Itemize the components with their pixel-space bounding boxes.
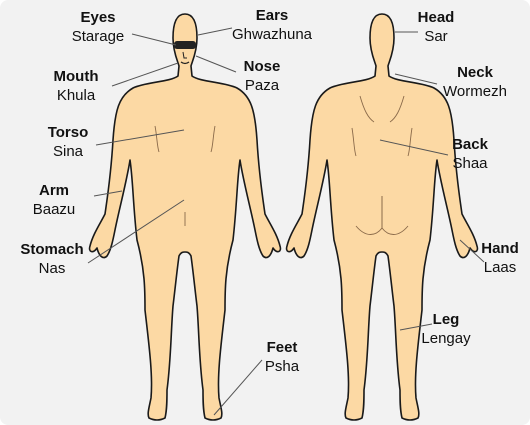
label-stomach-pashto: Nas: [8, 261, 96, 276]
label-back: Back Shaa: [430, 137, 510, 171]
label-arm: Arm Baazu: [14, 183, 94, 217]
label-torso-english: Torso: [28, 125, 108, 140]
label-torso: Torso Sina: [28, 125, 108, 159]
label-leg: Leg Lengay: [406, 312, 486, 346]
label-torso-pashto: Sina: [28, 144, 108, 159]
eyes-mask: [174, 41, 196, 49]
label-eyes: Eyes Starage: [58, 10, 138, 44]
label-arm-english: Arm: [14, 183, 94, 198]
label-neck-english: Neck: [430, 65, 520, 80]
label-head-pashto: Sar: [396, 29, 476, 44]
label-ears-pashto: Ghwazhuna: [222, 27, 322, 42]
label-leg-pashto: Lengay: [406, 331, 486, 346]
label-mouth-pashto: Khula: [36, 88, 116, 103]
label-stomach: Stomach Nas: [8, 242, 96, 276]
label-eyes-pashto: Starage: [58, 29, 138, 44]
label-back-pashto: Shaa: [430, 156, 510, 171]
label-head: Head Sar: [396, 10, 476, 44]
label-mouth-english: Mouth: [36, 69, 116, 84]
label-nose-pashto: Paza: [222, 78, 302, 93]
label-feet: Feet Psha: [242, 340, 322, 374]
label-back-english: Back: [430, 137, 510, 152]
label-leg-english: Leg: [406, 312, 486, 327]
label-ears: Ears Ghwazhuna: [222, 8, 322, 42]
leader-eyes: [132, 34, 176, 45]
label-arm-pashto: Baazu: [14, 202, 94, 217]
label-nose-english: Nose: [222, 59, 302, 74]
label-feet-english: Feet: [242, 340, 322, 355]
label-neck: Neck Wormezh: [430, 65, 520, 99]
label-hand-english: Hand: [470, 241, 530, 256]
label-hand: Hand Laas: [470, 241, 530, 275]
label-stomach-english: Stomach: [8, 242, 96, 257]
label-nose: Nose Paza: [222, 59, 302, 93]
label-mouth: Mouth Khula: [36, 69, 116, 103]
label-ears-english: Ears: [222, 8, 322, 23]
label-neck-pashto: Wormezh: [430, 84, 520, 99]
label-hand-pashto: Laas: [470, 260, 530, 275]
label-head-english: Head: [396, 10, 476, 25]
label-feet-pashto: Psha: [242, 359, 322, 374]
label-eyes-english: Eyes: [58, 10, 138, 25]
